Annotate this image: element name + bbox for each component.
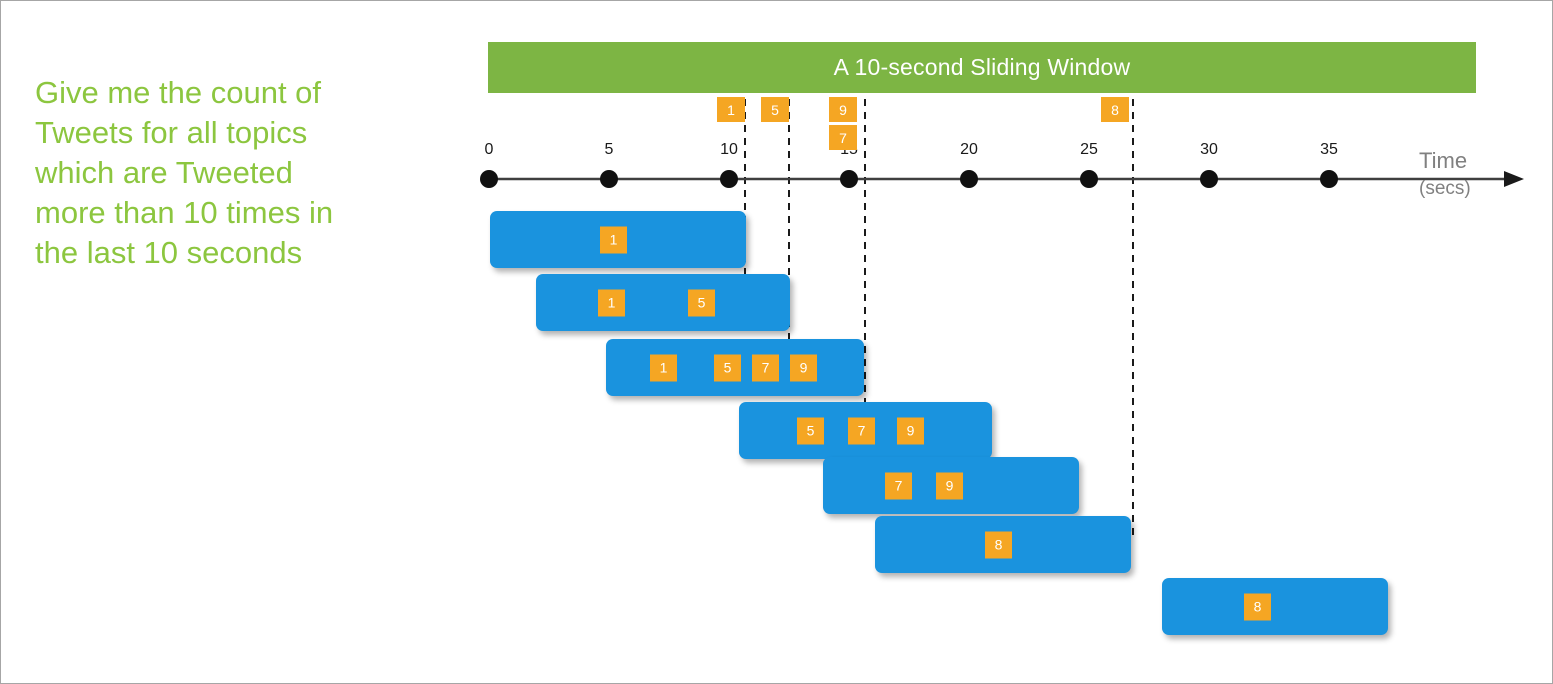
axis-title: Time (secs) [1419, 147, 1471, 203]
bar-chip-9: 9 [897, 417, 924, 444]
bar-chip-1: 1 [598, 289, 625, 316]
query-prompt-text: Give me the count of Tweets for all topi… [35, 75, 334, 270]
bar-chip-9: 9 [790, 354, 817, 381]
window-bar: 1 [490, 211, 746, 268]
axis-arrow-head [1504, 171, 1524, 187]
bar-chip-7: 7 [848, 417, 875, 444]
axis-tick-label-35: 35 [1320, 141, 1338, 158]
axis-tick-label-20: 20 [960, 141, 978, 158]
axis-tick-dot [1320, 170, 1338, 188]
event-chip-7: 7 [829, 125, 857, 150]
axis-tick-dot [960, 170, 978, 188]
axis-tick-label-30: 30 [1200, 141, 1218, 158]
window-bar: 8 [875, 516, 1131, 573]
axis-tick-dot [480, 170, 498, 188]
event-chip-8: 8 [1101, 97, 1129, 122]
bar-chip-8: 8 [985, 531, 1012, 558]
axis-tick-label-10: 10 [720, 141, 738, 158]
bar-chip-8: 8 [1244, 593, 1271, 620]
bar-chip-5: 5 [714, 354, 741, 381]
axis-tick-dot [600, 170, 618, 188]
bar-chip-7: 7 [885, 472, 912, 499]
bar-chip-1: 1 [650, 354, 677, 381]
axis-tick-label-0: 0 [484, 141, 494, 158]
bar-chip-5: 5 [797, 417, 824, 444]
axis-tick-dot [720, 170, 738, 188]
axis-tick-dot [1200, 170, 1218, 188]
event-chip-9: 9 [829, 97, 857, 122]
window-bar: 8 [1162, 578, 1388, 635]
sliding-window-banner-label: A 10-second Sliding Window [833, 54, 1131, 80]
axis-tick-label-5: 5 [604, 141, 614, 158]
axis-tick-dot [1080, 170, 1098, 188]
bar-chip-9: 9 [936, 472, 963, 499]
bar-chip-7: 7 [752, 354, 779, 381]
axis-title-units: (secs) [1419, 178, 1471, 199]
axis-tick-label-25: 25 [1080, 141, 1098, 158]
bar-chip-1: 1 [600, 226, 627, 253]
axis-tick-dots [480, 170, 1338, 188]
axis-tick-dot [840, 170, 858, 188]
event-chip-5: 5 [761, 97, 789, 122]
axis-title-main: Time [1419, 148, 1468, 173]
event-chip-1: 1 [717, 97, 745, 122]
bar-chip-5: 5 [688, 289, 715, 316]
sliding-window-banner: A 10-second Sliding Window [488, 42, 1476, 93]
